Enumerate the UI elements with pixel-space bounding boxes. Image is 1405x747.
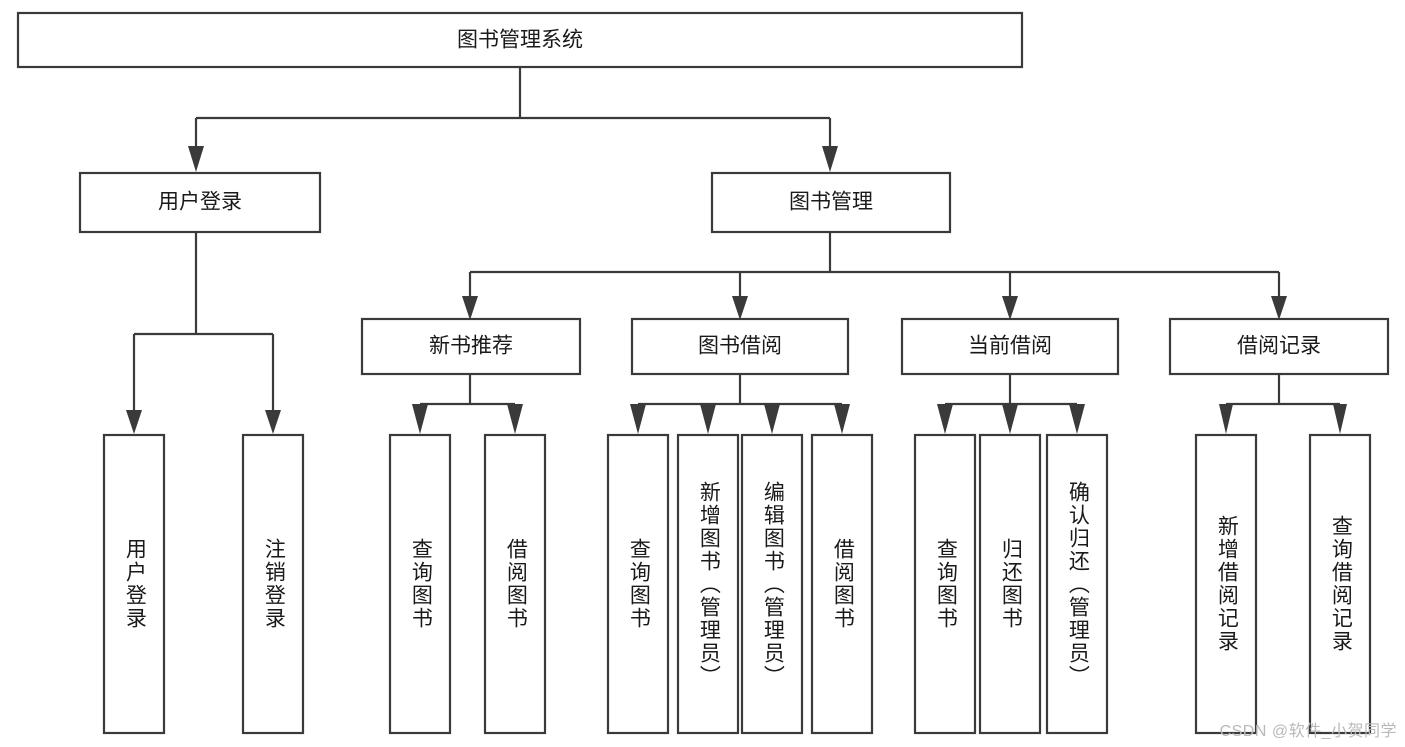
node-borrow-record-rect[interactable]	[1168, 317, 1390, 376]
arrowhead-leaf-12	[1219, 404, 1233, 434]
arrowhead-leaf-11	[1069, 404, 1085, 434]
leaf-rect-5[interactable]	[606, 433, 670, 735]
node-root-label: 图书管理系统	[457, 29, 583, 52]
leaf-rect-3[interactable]	[388, 433, 452, 735]
leaf-rect-13[interactable]	[1308, 433, 1372, 735]
arrowhead-leaf-2	[265, 410, 281, 434]
node-borrow-record-label: 借阅记录	[1237, 335, 1321, 358]
node-user-login-rect[interactable]	[78, 171, 322, 234]
node-current-borrow-label: 当前借阅	[968, 335, 1052, 358]
node-book-borrow[interactable]: 图书借阅	[630, 317, 850, 376]
leaf-rect-12[interactable]	[1194, 433, 1258, 735]
node-new-book-recommend-rect[interactable]	[360, 317, 582, 376]
arrowhead-book-manage	[822, 146, 838, 172]
edges-group	[126, 67, 1347, 434]
node-current-borrow-rect[interactable]	[900, 317, 1120, 376]
node-current-borrow[interactable]: 当前借阅	[900, 317, 1120, 376]
leaf-rect-11[interactable]	[1045, 433, 1109, 735]
arrowhead-user-login	[188, 146, 204, 172]
arrowhead-leaf-4	[507, 404, 523, 434]
node-new-book-recommend-label: 新书推荐	[429, 335, 513, 358]
leaf-rect-10[interactable]	[978, 433, 1042, 735]
node-new-book-recommend[interactable]: 新书推荐	[360, 317, 582, 376]
node-book-management[interactable]: 图书管理	[710, 171, 952, 234]
arrowhead-leaf-7	[764, 404, 780, 434]
arrowhead-current-borrow	[1002, 296, 1018, 320]
leaf-boxes-group	[102, 433, 1372, 735]
node-user-login-label: 用户登录	[158, 191, 242, 214]
arrowhead-leaf-6	[700, 404, 716, 434]
node-root[interactable]: 图书管理系统	[16, 11, 1024, 69]
node-book-borrow-rect[interactable]	[630, 317, 850, 376]
leaf-rect-9[interactable]	[913, 433, 977, 735]
arrowhead-leaf-9	[937, 404, 953, 434]
node-borrow-record[interactable]: 借阅记录	[1168, 317, 1390, 376]
node-book-management-label: 图书管理	[789, 191, 873, 214]
node-book-borrow-label: 图书借阅	[698, 335, 782, 358]
arrowhead-leaf-10	[1002, 404, 1018, 434]
arrowhead-leaf-8	[834, 404, 850, 434]
leaf-rect-7[interactable]	[740, 433, 804, 735]
arrowhead-leaf-1	[126, 410, 142, 434]
arrowhead-borrow-record	[1271, 296, 1287, 320]
node-root-rect[interactable]	[16, 11, 1024, 69]
leaf-rect-8[interactable]	[810, 433, 874, 735]
arrowhead-leaf-3	[412, 404, 428, 434]
arrowhead-leaf-13	[1333, 404, 1347, 434]
node-user-login[interactable]: 用户登录	[78, 171, 322, 234]
leaf-rect-4[interactable]	[483, 433, 547, 735]
arrowhead-book-borrow	[732, 296, 748, 320]
watermark-text: CSDN @软件_小贺同学	[1219, 723, 1397, 740]
leaf-rect-1[interactable]	[102, 433, 166, 735]
leaf-rect-6[interactable]	[676, 433, 740, 735]
arrowhead-new-book-rec	[462, 296, 478, 320]
arrowhead-leaf-5	[630, 404, 646, 434]
node-book-management-rect[interactable]	[710, 171, 952, 234]
leaf-rect-2[interactable]	[241, 433, 305, 735]
